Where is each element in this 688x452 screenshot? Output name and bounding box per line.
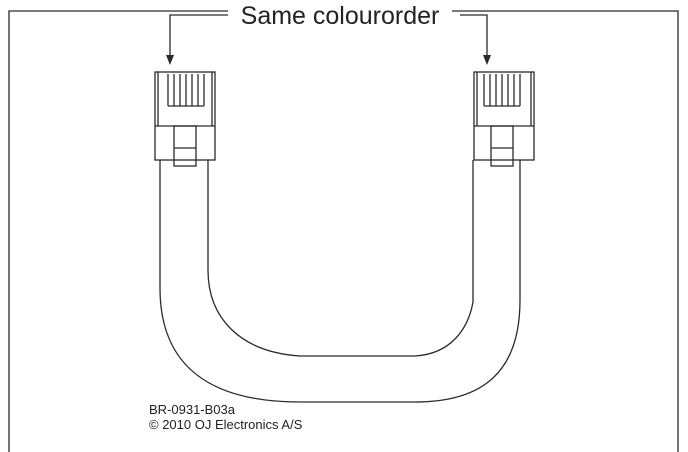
right-arrow-head [483, 55, 491, 65]
cable-inner-edge [207, 160, 474, 357]
diagram-frame [8, 10, 679, 452]
right-rj45-plug [473, 71, 535, 167]
drawing-code: BR-0931-B03a [149, 402, 235, 417]
cable-outer-edge [159, 160, 521, 403]
right-arrow-line [460, 14, 488, 58]
left-arrow-head [166, 55, 174, 65]
left-rj45-plug [154, 71, 216, 167]
copyright-notice: © 2010 OJ Electronics A/S [149, 417, 303, 432]
diagram-title: Same colourorder [228, 1, 452, 31]
left-arrow-line [169, 14, 232, 58]
